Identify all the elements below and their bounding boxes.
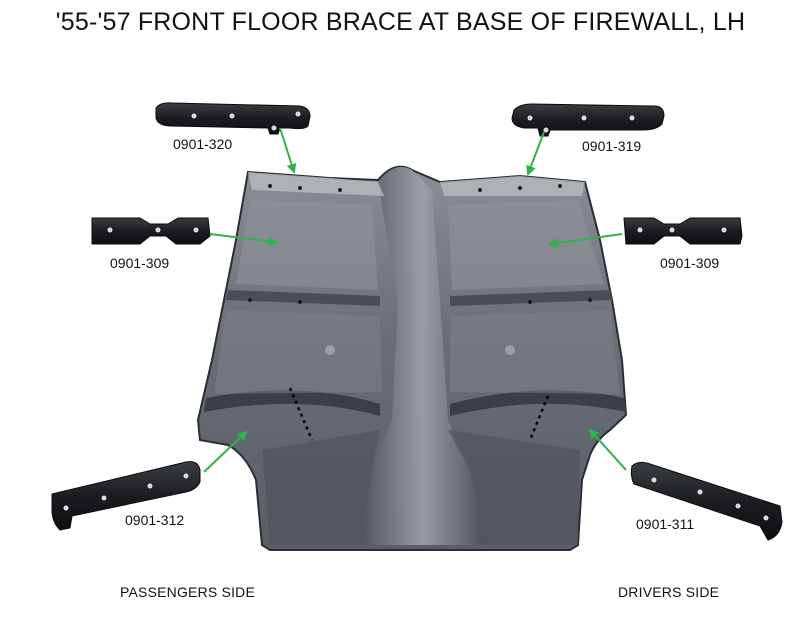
arrow-0901-319 bbox=[526, 131, 545, 176]
front-flange bbox=[248, 172, 384, 196]
cut-line-left bbox=[288, 387, 314, 441]
callout-arrows bbox=[203, 127, 627, 473]
arrow-0901-309-right bbox=[548, 233, 623, 248]
part-label-0901-320: 0901-320 bbox=[173, 136, 233, 152]
brace-0901-320 bbox=[155, 102, 311, 135]
cross-rib-lower bbox=[204, 390, 626, 416]
cross-rib-upper bbox=[226, 290, 612, 306]
brace-0901-319 bbox=[511, 103, 665, 137]
part-label-0901-312: 0901-312 bbox=[125, 512, 185, 528]
part-label-0901-309-left: 0901-309 bbox=[110, 255, 170, 271]
arrow-0901-309-left bbox=[209, 233, 278, 247]
floor-panel-right-upper bbox=[448, 200, 604, 290]
brace-0901-311 bbox=[630, 461, 783, 541]
drivers-side-label: DRIVERS SIDE bbox=[618, 584, 720, 600]
part-label-0901-311: 0901-311 bbox=[636, 516, 695, 532]
transmission-tunnel bbox=[360, 166, 485, 545]
floor-panel-right-lower bbox=[450, 310, 620, 394]
passengers-side-label: PASSENGERS SIDE bbox=[120, 584, 256, 600]
arrow-0901-312 bbox=[203, 430, 248, 473]
brace-0901-309-right bbox=[623, 217, 743, 245]
floor-panel-left-lower bbox=[214, 310, 382, 394]
floor-pan bbox=[196, 165, 628, 551]
page-title: '55-'57 FRONT FLOOR BRACE AT BASE OF FIR… bbox=[55, 8, 746, 36]
brace-0901-309-left bbox=[91, 217, 211, 245]
toe-board bbox=[262, 430, 580, 545]
part-label-0901-319: 0901-319 bbox=[582, 138, 642, 154]
front-flange-right bbox=[440, 176, 585, 196]
part-label-0901-309-right: 0901-309 bbox=[660, 255, 720, 271]
arrow-0901-320 bbox=[279, 127, 297, 174]
mounting-holes bbox=[248, 184, 592, 355]
cut-line-right bbox=[528, 395, 550, 441]
arrow-0901-311 bbox=[588, 428, 627, 471]
floor-panel-left-upper bbox=[236, 200, 378, 290]
brace-0901-312 bbox=[51, 461, 201, 531]
